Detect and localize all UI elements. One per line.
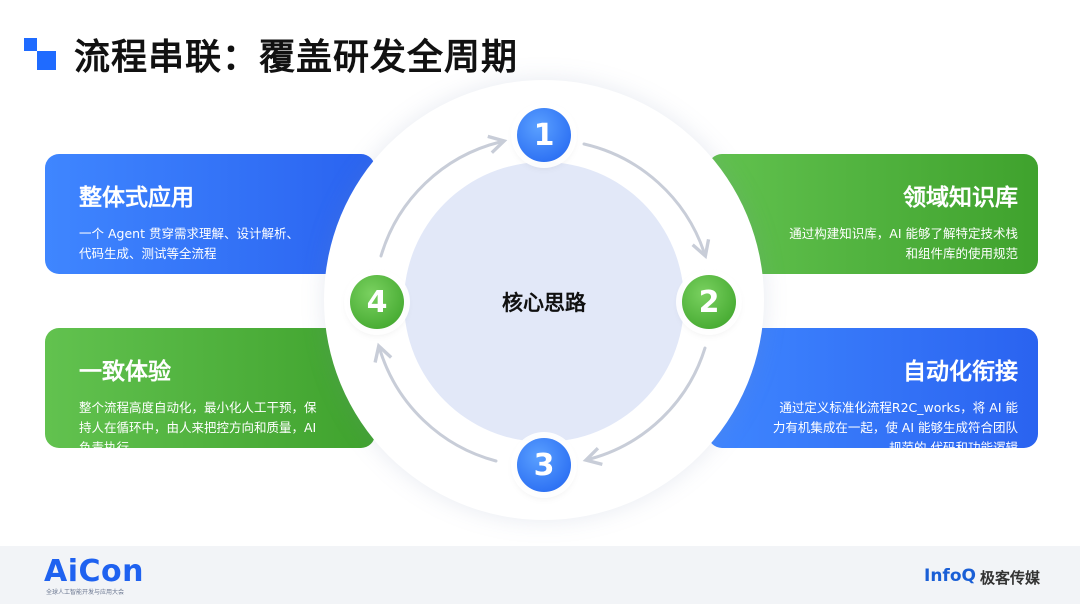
aicon-logo: AiCon xyxy=(44,554,144,589)
title-square-icon xyxy=(24,34,64,74)
arrow-4-to-1 xyxy=(379,134,508,258)
card-monolithic-app: 整体式应用 一个 Agent 贯穿需求理解、设计解析、代码生成、测试等全流程 xyxy=(45,154,375,274)
card-title: 一致体验 xyxy=(79,359,171,385)
arrow-3-to-4 xyxy=(373,342,498,463)
card-description: 整个流程高度自动化，最小化人工干预，保持人在循环中，由人来把控方向和质量，AI … xyxy=(79,400,317,455)
footer: AiCon 全球人工智能开发与应用大会 InfoQ 极客传媒 xyxy=(0,546,1080,604)
card-consistent-experience: 一致体验 整个流程高度自动化，最小化人工干预，保持人在循环中，由人来把控方向和质… xyxy=(45,328,375,455)
step-badge-2: 2 xyxy=(682,275,736,329)
card-title: 领域知识库 xyxy=(903,185,1018,211)
arrow-2-to-3 xyxy=(582,346,707,466)
step-badge-1: 1 xyxy=(517,108,571,162)
step-badge-4: 4 xyxy=(350,275,404,329)
step-badge-3: 3 xyxy=(517,438,571,492)
infoq-logo: InfoQ xyxy=(924,566,976,586)
arrow-1-to-2 xyxy=(582,142,711,260)
geekbang-logo: 极客传媒 xyxy=(980,569,1041,587)
card-title: 整体式应用 xyxy=(79,185,194,211)
card-description: 一个 Agent 贯穿需求理解、设计解析、代码生成、测试等全流程 xyxy=(79,226,299,261)
inner-circle xyxy=(404,162,684,442)
card-domain-knowledge: 领域知识库 通过构建知识库，AI 能够了解特定技术栈和组件库的使用规范 xyxy=(708,154,1038,274)
card-description: 通过定义标准化流程R2C_works，将 AI 能力有机集成在一起，使 AI 能… xyxy=(772,400,1018,455)
card-title: 自动化衔接 xyxy=(903,359,1018,385)
aicon-logo-subtitle: 全球人工智能开发与应用大会 xyxy=(46,589,125,596)
card-automation-link: 自动化衔接 通过定义标准化流程R2C_works，将 AI 能力有机集成在一起，… xyxy=(708,328,1038,455)
title-bar: 流程串联：覆盖研发全周期 xyxy=(24,26,518,82)
card-description: 通过构建知识库，AI 能够了解特定技术栈和组件库的使用规范 xyxy=(789,226,1018,261)
center-label: 核心思路 xyxy=(502,291,586,315)
page-title: 流程串联：覆盖研发全周期 xyxy=(74,37,519,78)
